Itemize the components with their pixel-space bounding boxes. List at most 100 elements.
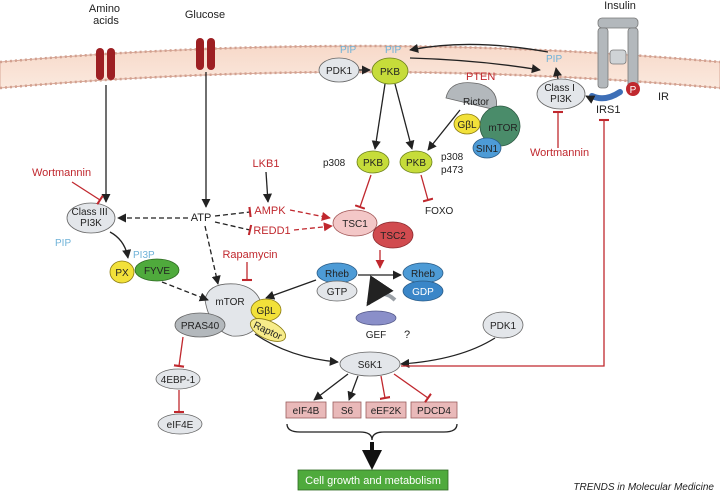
pdcd4-label: PDCD4 [417, 406, 451, 417]
sin1-label: SIN1 [476, 144, 499, 155]
edge-class1-pip [552, 67, 562, 80]
eif4b-node [285, 401, 327, 419]
tsc2-label: TSC2 [380, 231, 406, 242]
question-label: ? [404, 329, 410, 341]
s6k1-label: S6K1 [358, 360, 383, 371]
mtor-c1-label: mTOR [215, 297, 244, 308]
cell-growth-label: Cell growth and metabolism [305, 475, 441, 487]
edge-wort-left [71, 181, 104, 205]
mtorc2-complex [445, 82, 521, 159]
s6-label: S6 [341, 406, 354, 417]
eef2k-node [365, 401, 407, 419]
edge-lkb1-ampk [262, 171, 272, 203]
eif4b-label: eIF4B [293, 406, 320, 417]
class3-pi3k-node [66, 202, 116, 234]
pdcd4-node [410, 401, 458, 419]
mtorc1-complex [174, 283, 287, 342]
phospho-badge-label: P [630, 85, 637, 96]
pdk1-top-label: PDK1 [326, 66, 353, 77]
s6-node [332, 401, 362, 419]
pdk1-bottom-label: PDK1 [490, 321, 517, 332]
eif4e-node [157, 413, 203, 435]
pip-right-label: PIP [546, 54, 562, 65]
class1-pi3k-label: Class I PI3K [544, 83, 577, 105]
p308-right-label: p308 [441, 152, 464, 163]
px-node [109, 260, 135, 284]
edge-pip-flow [409, 43, 549, 53]
edge-s6k1-s6 [347, 375, 359, 401]
insulin-receptor [597, 17, 639, 89]
cell-membrane [0, 44, 720, 90]
tsc1-node [332, 209, 378, 237]
insulin-label: Insulin [604, 0, 636, 12]
edge-pkb-pkbright [394, 83, 415, 150]
edge-pkb-pkbleft [371, 83, 386, 150]
pkb-top-label: PKB [380, 67, 400, 78]
edge-s6k1-eef2k [379, 375, 391, 400]
edge-pkbright-foxo [420, 174, 434, 203]
gbl-top-label: GβL [457, 120, 477, 131]
gef-label: GEF [366, 330, 387, 341]
edge-atp-redd1 [214, 221, 253, 236]
px-label: PX [115, 268, 129, 279]
lkb1-label: LKB1 [253, 158, 280, 170]
mtor-c2-label: mTOR [488, 123, 517, 134]
edge-pdk1-s6k1 [400, 337, 496, 368]
rheb-gtp-top-label: Rheb [325, 269, 349, 280]
glucose-transporter [196, 38, 215, 70]
edge-atp-ampk [214, 206, 252, 218]
p473-label: p473 [441, 165, 464, 176]
edge-s6k1-eif4b [313, 373, 349, 401]
rictor-label: Rictor [463, 97, 490, 108]
pip-top2-label: PIP [385, 45, 401, 56]
fyve-node [134, 258, 180, 282]
edge-gef-curl [366, 275, 397, 307]
class3-pi3k-label: Class III PI3K [72, 207, 111, 229]
edge-pkbleft-tsc [354, 174, 372, 210]
amino-acids-label: Amino acids [89, 3, 123, 27]
tsc1-label: TSC1 [342, 219, 368, 230]
pi3p-label: PI3P [133, 250, 155, 261]
pkb-right-label: PKB [406, 158, 426, 169]
edge-fyve-mtor [161, 281, 209, 302]
edge-pras40-4ebp1 [173, 336, 185, 368]
s6k1-node [339, 351, 401, 377]
edge-pip-flow2 [409, 57, 541, 74]
irs1-shape [589, 89, 623, 102]
eif4e-label: eIF4E [167, 420, 194, 431]
rheb-gdp-bottom-node [402, 280, 444, 302]
edge-mtorc2-pkbright [427, 109, 461, 151]
cell-growth-box [297, 469, 449, 491]
fyve-label: FYVE [144, 266, 170, 277]
ir-label: IR [658, 91, 669, 103]
foxo-label: FOXO [425, 206, 454, 217]
rheb-gdp-top-label: Rheb [411, 269, 435, 280]
4ebp1-node [155, 368, 201, 390]
edge-irs1-class1 [585, 95, 596, 104]
ampk-label: AMPK [254, 205, 286, 217]
amino-acid-transporter [96, 48, 115, 80]
redd1-label: REDD1 [253, 225, 290, 237]
rheb-gtp-bottom-node [316, 280, 358, 302]
edge-atp-mtor [204, 225, 221, 285]
phospho-badge [626, 82, 640, 96]
pras40-label: PRAS40 [181, 321, 220, 332]
wortmannin-left-label: Wortmannin [32, 167, 91, 179]
edges [71, 43, 610, 470]
pten-label: PTEN [466, 71, 495, 83]
pip-top1-label: PIP [340, 45, 356, 56]
pip-left-label: PIP [55, 238, 71, 249]
pkb-left-label: PKB [363, 158, 383, 169]
targets-brace [286, 423, 458, 441]
edge-mtor-s6k1 [254, 333, 339, 366]
tsc2-node [372, 221, 414, 249]
glucose-label: Glucose [185, 9, 225, 21]
p308-left-label: p308 [323, 158, 346, 169]
rheb-gtp-bottom-label: GTP [327, 287, 348, 298]
wortmannin-right-label: Wortmannin [530, 147, 589, 159]
gef-node [355, 310, 397, 326]
pkb-right-node [399, 150, 433, 174]
edge-ampk-tsc [289, 209, 331, 221]
rheb-gdp-bottom-label: GDP [412, 287, 434, 298]
rapamycin-label: Rapamycin [222, 249, 277, 261]
